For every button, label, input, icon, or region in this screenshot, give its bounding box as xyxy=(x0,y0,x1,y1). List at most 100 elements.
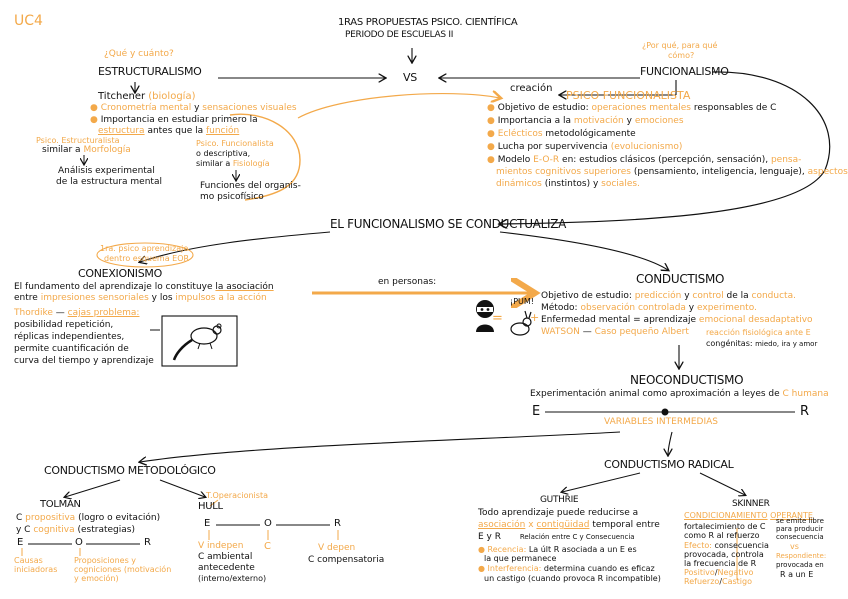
prop-line-1: Proposiciones y xyxy=(74,556,137,565)
skinner-line-5: provocada, controla xyxy=(684,550,764,559)
fun-item-5c: dinámicos (instintos) y sociales. xyxy=(496,179,640,189)
unit-label: UC4 xyxy=(14,13,43,29)
funcionalismo-title: FUNCIONALISMO xyxy=(640,65,729,78)
fun-item-2: ● Importancia a la motivación y emocione… xyxy=(487,116,684,126)
rat-icon xyxy=(172,323,222,361)
analisis-line1: Análisis experimental xyxy=(58,166,155,176)
funciones-line2: mo psicofísico xyxy=(200,192,264,202)
en-personas-label: en personas: xyxy=(378,277,437,287)
tolman-line-1: C propositiva (logro o evitación) xyxy=(16,513,161,523)
tolman-line-2: y C cognitiva (estrategias) xyxy=(16,525,135,535)
operante-note-3: consecuencia xyxy=(776,533,824,541)
fun-item-5b: mientos cognitivos superiores (pensamien… xyxy=(496,167,848,177)
skinner-line-8: Refuerzo/Castigo xyxy=(684,577,753,586)
radical-title: CONDUCTISMO RADICAL xyxy=(604,458,734,471)
c-ambiental-1: C ambiental xyxy=(198,552,253,562)
plus-sign: + xyxy=(530,311,540,324)
equals-sign: = xyxy=(492,311,503,326)
vs-label: VS xyxy=(403,71,417,84)
guthrie-recencia: ● Recencia: La últ R asociada a un E es xyxy=(478,545,637,554)
neo-r-label: R xyxy=(800,404,810,419)
guthrie-line-2: asociación x contigüidad temporal entre xyxy=(478,520,660,530)
analisis-line2: de la estructura mental xyxy=(56,177,162,187)
neoconductismo-title: NEOCONDUCTISMO xyxy=(630,373,744,387)
est-bullet-2b: estructura antes que la función xyxy=(98,126,240,136)
cajas-point-1: posibilidad repetición, xyxy=(14,320,114,330)
c-ambiental-3: (interno/externo) xyxy=(198,574,267,583)
psico-estructuralista: Psico. Estructuralista xyxy=(36,136,120,145)
est-bullet-2: ● Importancia en estudiar primero la xyxy=(90,115,258,125)
page-title: 1RAS PROPUESTAS PSICO. CIENTÍFICA xyxy=(338,17,518,28)
causas-line-1: Causas xyxy=(14,556,43,565)
fun-item-5: ● Modelo E-O-R en: estudios clásicos (pe… xyxy=(487,155,802,165)
cond-line-3: Enfermedad mental = aprendizaje emociona… xyxy=(541,315,813,325)
creacion-label: creación xyxy=(510,83,553,94)
psico-funcionalista-title: PSICO FUNCIONALISTA xyxy=(566,89,691,102)
guthrie-recencia-2: la que permanece xyxy=(484,554,557,563)
hull-c: C xyxy=(264,541,271,552)
rabbit-icon xyxy=(510,310,532,336)
cond-line-1: Objetivo de estudio: predicción y contro… xyxy=(541,291,796,301)
page-subtitle: PERIODO DE ESCUELAS II xyxy=(345,30,454,40)
guthrie-line-1: Todo aprendizaje puede reducirse a xyxy=(478,508,639,518)
congenitas-label: congénitas: miedo, ira y amor xyxy=(706,339,818,348)
funcionalismo-question-2: cómo? xyxy=(668,51,695,60)
guthrie-line-3: E y R Relación entre C y Consecuencia xyxy=(478,532,635,542)
titchener-line: Titchener (biología) xyxy=(98,91,196,102)
cajas-point-2: réplicas independientes, xyxy=(14,332,125,342)
respondiente-line-2: R a un E xyxy=(780,570,814,579)
conexionismo-title: CONEXIONISMO xyxy=(78,267,162,280)
cajas-point-4: curva del tiempo y aprendizaje xyxy=(14,356,154,366)
cond-line-2: Método: observación controlada y experim… xyxy=(541,303,757,313)
skinner-line-1: CONDICIONAMIENTO OPERANTE xyxy=(684,511,813,520)
reaccion-label: reacción fisiológica ante E xyxy=(706,328,811,337)
hull-e: E xyxy=(204,518,211,529)
experimentacion-line: Experimentación animal como aproximación… xyxy=(530,389,829,399)
respondiente-label: Respondiente: xyxy=(776,552,827,560)
cond-line-4: WATSON — Caso pequeño Albert xyxy=(541,327,689,337)
conexionismo-note-1: 1ra. psico aprendizaje xyxy=(100,244,189,253)
psico-funcionalista-note: Psico. Funcionalista xyxy=(196,139,274,148)
skinner-line-3: como R al refuerzo xyxy=(684,531,760,540)
conexionismo-note-2: dentro esquema EOR xyxy=(104,254,190,263)
guthrie-interferencia-2: un castigo (cuando provoca R incompatibl… xyxy=(484,574,661,583)
metodologico-title: CONDUCTISMO METODOLÓGICO xyxy=(44,464,216,477)
conductismo-title: CONDUCTISMO xyxy=(636,272,725,286)
causas-line-2: iniciadoras xyxy=(14,565,58,574)
hull-o: O xyxy=(264,518,272,529)
operacionista-label: T.Operacionista xyxy=(206,491,268,500)
tolman-r: R xyxy=(144,537,151,548)
funcionalismo-question-1: ¿Por qué, para qué xyxy=(642,41,718,50)
estructuralismo-question: ¿Qué y cuánto? xyxy=(104,49,174,59)
skinner-line-4: Efecto: consecuencia xyxy=(684,541,769,550)
funciones-line1: Funciones del organis- xyxy=(200,181,301,191)
fun-item-4: ● Lucha por supervivencia (evolucionismo… xyxy=(487,142,683,152)
c-compensatoria: C compensatoria xyxy=(308,555,385,565)
respondiente-line-1: provocada en xyxy=(776,561,824,569)
tolman-e: E xyxy=(17,537,24,548)
hull-title: HULL xyxy=(198,501,223,512)
v-indepen: V indepen xyxy=(198,541,244,551)
tolman-o: O xyxy=(75,537,83,548)
neo-e-label: E xyxy=(532,404,541,419)
skinner-line-2: fortalecimiento de C xyxy=(684,522,766,531)
fun-item-1: ● Objetivo de estudio: operaciones menta… xyxy=(487,103,777,113)
variables-intermedias: VARIABLES INTERMEDIAS xyxy=(604,417,718,427)
baby-albert-icon xyxy=(476,300,494,332)
guthrie-interferencia: ● Interferencia: determina cuando es efi… xyxy=(478,564,655,573)
prop-line-3: y emoción) xyxy=(74,574,119,583)
fun-item-3: ● Eclécticos metodológicamente xyxy=(487,129,636,139)
operante-note-2: para producir xyxy=(776,525,824,533)
conductualiza-title: EL FUNCIONALISMO SE CONDUCTUALIZA xyxy=(330,217,567,231)
o-descriptiva: o descriptiva, xyxy=(196,149,251,158)
fundamento-line1: El fundamento del aprendizaje lo constit… xyxy=(14,282,274,292)
c-ambiental-2: antecedente xyxy=(198,563,255,573)
similar-fisiologia: similar a Fisiología xyxy=(196,159,270,168)
estructuralismo-title: ESTRUCTURALISMO xyxy=(98,65,202,78)
similar-morfologia: similar a Morfología xyxy=(42,145,131,155)
pum-label: ¡PUM! xyxy=(510,297,534,306)
thorndike-line: Thordike — cajas problema: xyxy=(14,308,140,318)
v-depen: V depen xyxy=(318,543,356,553)
cajas-point-3: permite cuantificación de xyxy=(14,344,129,354)
